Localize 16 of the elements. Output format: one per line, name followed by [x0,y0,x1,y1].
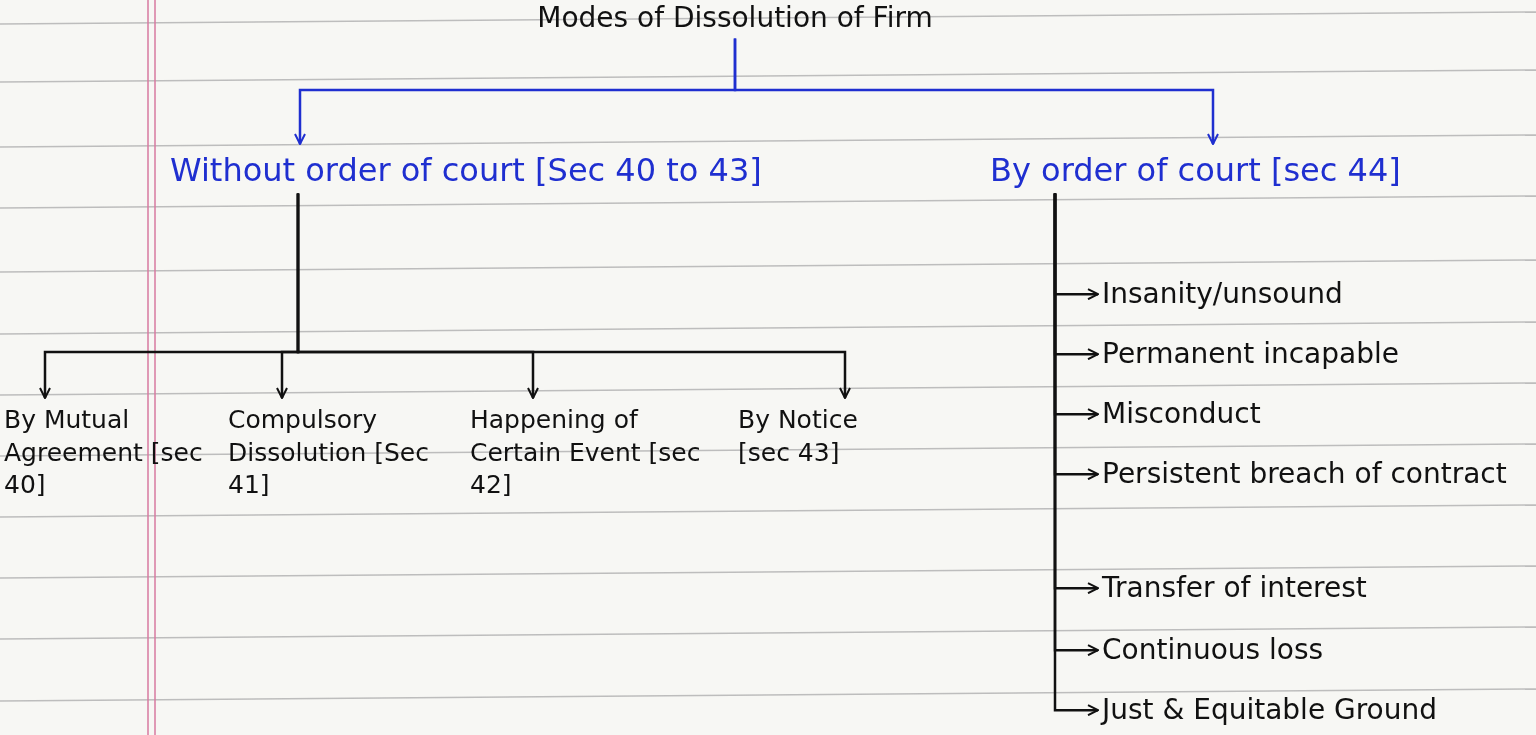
topic-text: Insanity/unsound [1102,276,1344,312]
topic-text: By Mutual Agreement [sec 40] [4,404,204,501]
topic-text: Happening of Certain Event [sec 42] [470,404,702,501]
topic-text: Permanent incapable [1102,336,1400,372]
topic-text: Persistent breach of contract [1102,456,1508,492]
topic-text: By Notice [sec 43] [738,404,859,469]
topic-text: Without order of court [Sec 40 to 43] [170,150,763,191]
topic-text: Misconduct [1102,396,1262,432]
topic-text: Just & Equitable Ground [1102,692,1438,728]
topic-text: Compulsory Dissolution [Sec 41] [228,404,430,501]
topic-text: Continuous loss [1102,632,1325,668]
arrow [296,193,851,399]
arrow [733,38,1219,145]
topic-text: Transfer of interest [1102,570,1368,606]
heading-text: Modes of Dissolution of Firm [536,0,934,36]
topic-text: By order of court [sec 44] [990,150,1402,191]
